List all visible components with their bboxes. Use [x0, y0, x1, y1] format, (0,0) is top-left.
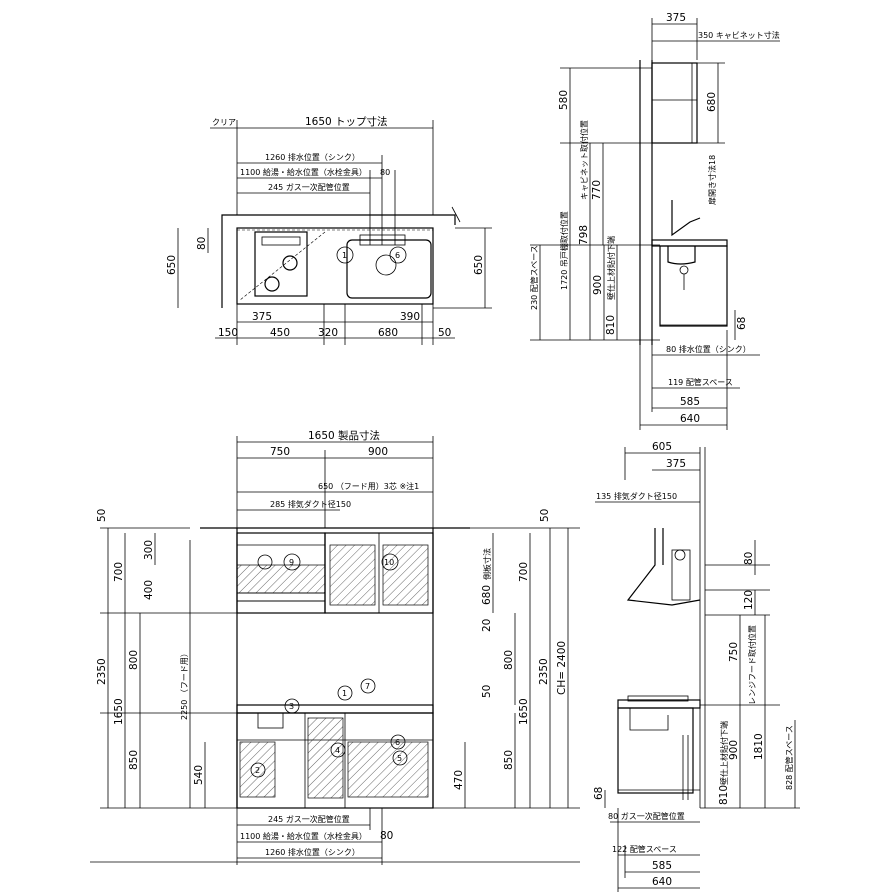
- front-left-2350: 2350: [96, 658, 108, 685]
- front-top-750: 750: [270, 446, 290, 458]
- side-top-1720: 1720 吊戸棚取付位置: [559, 211, 569, 290]
- plan-bottom-390: 390: [400, 311, 420, 323]
- front-top-900: 900: [368, 446, 388, 458]
- front-marker-5: 5: [397, 754, 402, 763]
- side-bottom-1810: 1810: [753, 733, 765, 760]
- plan-left-650: 650: [166, 255, 178, 275]
- side-top-810: 810: [605, 315, 617, 335]
- front-top-1650: 1650 製品寸法: [308, 429, 380, 442]
- plan-bottom-375: 375: [252, 311, 272, 323]
- side-top-bottom-119: 119 配管スペース: [668, 377, 733, 387]
- side-bottom-68: 68: [593, 787, 605, 800]
- plan-bottom-450: 450: [270, 327, 290, 339]
- front-bottom-1100: 1100 給湯・給水位置（水栓金具）: [240, 831, 367, 841]
- front-right-800: 800: [503, 650, 515, 670]
- front-marker-3: 3: [289, 702, 294, 711]
- side-bottom-wall-lower: 壁仕上材貼付下端: [719, 721, 729, 785]
- front-right-850: 850: [503, 750, 515, 770]
- side-bottom-hood-pos: レンジフード取付位置: [747, 625, 757, 705]
- side-bottom-605: 605: [652, 441, 672, 453]
- plan-marker-1: 1: [342, 251, 347, 260]
- side-bottom-120: 120: [743, 590, 755, 610]
- plan-row-1: 1260 排水位置（シンク）: [265, 152, 360, 162]
- front-left-2250: 2250 （フード用）: [180, 649, 189, 720]
- side-view-bottom: 605 375 135 排気ダクト径150 80 120 750 レンジフード取…: [593, 441, 800, 892]
- side-bottom-900: 900: [728, 740, 740, 760]
- front-marker-10: 10: [384, 558, 394, 567]
- side-top-wall-lower: 壁仕上材貼付下端: [606, 236, 616, 300]
- side-top-cab-pos: キャビネット取付位置: [579, 120, 589, 200]
- plan-bottom-320: 320: [318, 327, 338, 339]
- side-top-230: 230 配管スペース: [529, 245, 539, 310]
- front-right-side: 側板寸法: [482, 548, 492, 580]
- front-bottom-245: 245 ガス一次配管位置: [268, 814, 350, 824]
- plan-top-right-1: 80: [380, 168, 390, 177]
- side-top-580: 580: [558, 90, 570, 110]
- front-right-ch: CH= 2400: [556, 641, 568, 695]
- front-bottom-1260: 1260 排水位置（シンク）: [265, 847, 360, 857]
- plan-row-2: 1100 給湯・給水位置（水栓金具）: [240, 167, 367, 177]
- front-left-540: 540: [193, 765, 205, 785]
- plan-clear: クリア: [212, 118, 236, 127]
- side-bottom-bottom-585: 585: [652, 860, 672, 872]
- side-top-door: 扉開き寸法18: [707, 155, 717, 205]
- side-bottom-750: 750: [728, 642, 740, 662]
- side-top-bottom-640: 640: [680, 413, 700, 425]
- plan-bottom-150: 150: [218, 327, 238, 339]
- front-marker-7: 7: [365, 682, 370, 691]
- side-top-900: 900: [592, 275, 604, 295]
- plan-bottom-680: 680: [378, 327, 398, 339]
- plan-view: クリア 1650 トップ寸法 1260 排水位置（シンク） 1100 給湯・給水…: [166, 115, 492, 345]
- plan-row-3: 245 ガス一次配管位置: [268, 182, 350, 192]
- front-left-50: 50: [96, 509, 108, 522]
- side-top-680: 680: [706, 92, 718, 112]
- side-bottom-bottom-80: 80 ガス一次配管位置: [608, 811, 685, 821]
- side-bottom-80: 80: [743, 552, 755, 565]
- front-right-50b: 50: [481, 685, 493, 698]
- front-marker-6: 6: [395, 738, 400, 747]
- front-elevation: 1650 製品寸法 750 900 650 （フード用）3芯 ※注1 285 排…: [90, 429, 580, 865]
- front-left-700: 700: [113, 562, 125, 582]
- front-marker-9: 9: [289, 558, 294, 567]
- front-left-400: 400: [143, 580, 155, 600]
- side-top-bottom-80: 80 排水位置（シンク）: [666, 344, 751, 354]
- front-right-1650: 1650: [518, 698, 530, 725]
- front-right-700: 700: [518, 562, 530, 582]
- front-left-850: 850: [128, 750, 140, 770]
- front-top-650: 650 （フード用）3芯 ※注1: [318, 481, 419, 491]
- front-left-1650: 1650: [113, 698, 125, 725]
- front-top-285: 285 排気ダクト径150: [270, 499, 351, 509]
- side-bottom-810: 810: [718, 785, 730, 805]
- front-right-20: 20: [481, 619, 493, 632]
- side-top-375: 375: [666, 12, 686, 24]
- side-bottom-375: 375: [666, 458, 686, 470]
- plan-top-dim: 1650 トップ寸法: [305, 115, 388, 128]
- side-view-top: 375 350 キャビネット寸法 580 1720 吊戸棚取付位置 230 配管…: [529, 12, 780, 430]
- side-top-798: 798: [578, 225, 590, 245]
- front-right-680: 680: [481, 585, 493, 605]
- front-left-300: 300: [143, 540, 155, 560]
- plan-marker-6: 6: [395, 251, 400, 260]
- side-bottom-bottom-122: 122 配管スペース: [612, 844, 677, 854]
- front-marker-2: 2: [255, 766, 260, 775]
- front-marker-4: 4: [335, 746, 340, 755]
- front-marker-1: 1: [342, 689, 347, 698]
- plan-bottom-50: 50: [438, 327, 451, 339]
- side-bottom-135: 135 排気ダクト径150: [596, 491, 677, 501]
- side-top-350: 350 キャビネット寸法: [698, 30, 780, 40]
- plan-right-650: 650: [473, 255, 485, 275]
- front-right-50: 50: [539, 509, 551, 522]
- front-right-470: 470: [453, 770, 465, 790]
- side-top-770: 770: [591, 180, 603, 200]
- side-bottom-828: 828 配管スペース: [784, 725, 794, 790]
- plan-left-80: 80: [196, 237, 208, 250]
- side-top-68: 68: [736, 317, 748, 330]
- front-right-2350: 2350: [538, 658, 550, 685]
- front-left-800: 800: [128, 650, 140, 670]
- side-top-bottom-585: 585: [680, 396, 700, 408]
- front-bottom-80: 80: [380, 830, 393, 842]
- side-bottom-bottom-640: 640: [652, 876, 672, 888]
